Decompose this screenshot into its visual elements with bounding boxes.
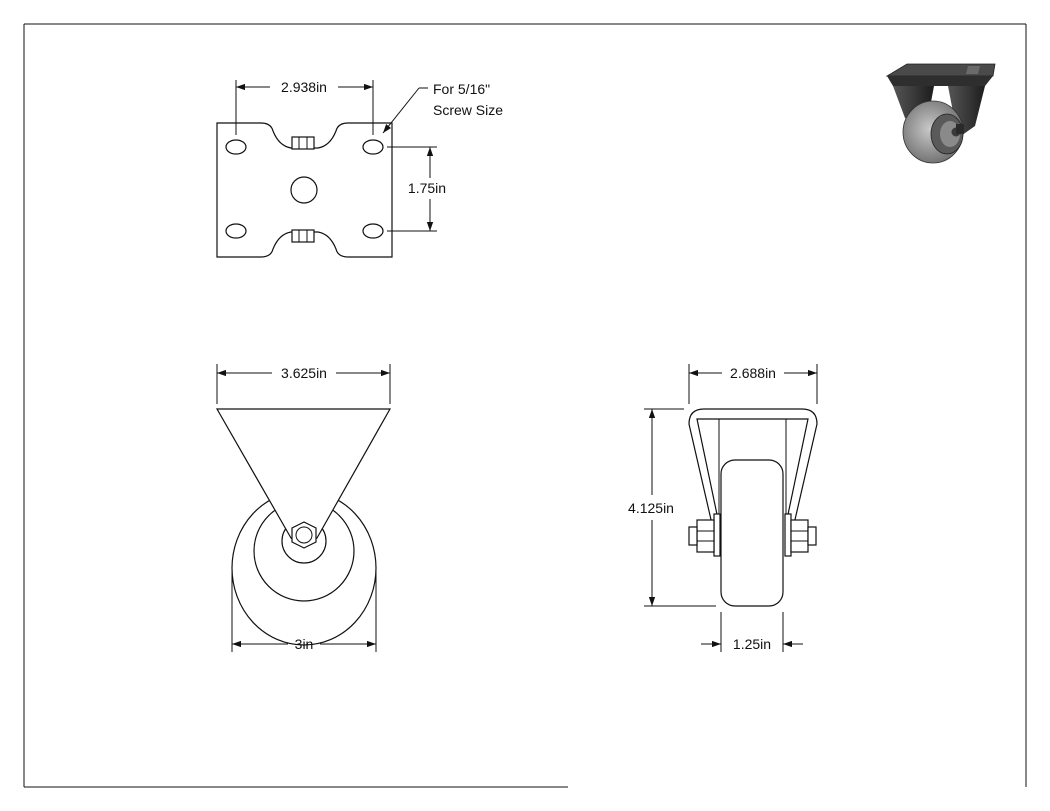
axle-end (807, 526, 817, 546)
axle-spacer (784, 513, 792, 557)
dim-front-wheel: 3in (295, 636, 314, 652)
axle-spacer (713, 513, 721, 557)
mounting-slot (225, 223, 247, 239)
axle-nut-right (790, 519, 809, 553)
caster-iso-icon (885, 63, 996, 164)
axle-end (688, 526, 698, 546)
front-view: 3.625in 3in (215, 364, 392, 652)
dim-front-width: 3.625in (281, 365, 327, 381)
axle-nut (291, 229, 315, 243)
center-hole (290, 176, 318, 204)
dim-top-height: 1.75in (408, 180, 446, 196)
dim-side-wheel-width: 1.25in (733, 636, 771, 652)
axle-nut-left (696, 519, 715, 553)
axle-hex-nut (291, 521, 317, 549)
mounting-slot (362, 139, 384, 155)
wheel-side (720, 459, 784, 607)
mounting-slot (362, 223, 384, 239)
axle-nut (291, 136, 315, 150)
dim-side-width: 2.688in (730, 365, 776, 381)
mounting-slot (225, 139, 247, 155)
top-view: 2.938in For 5/16" Screw Size 1.75in (216, 79, 503, 258)
sheet-border (23, 23, 1027, 788)
dim-side-height: 4.125in (628, 500, 674, 516)
side-view: 2.688in 4.125in 1.25in (628, 364, 818, 652)
screw-note-line2: Screw Size (433, 102, 503, 118)
screw-note-line1: For 5/16" (433, 81, 490, 97)
dim-top-width: 2.938in (281, 79, 327, 95)
